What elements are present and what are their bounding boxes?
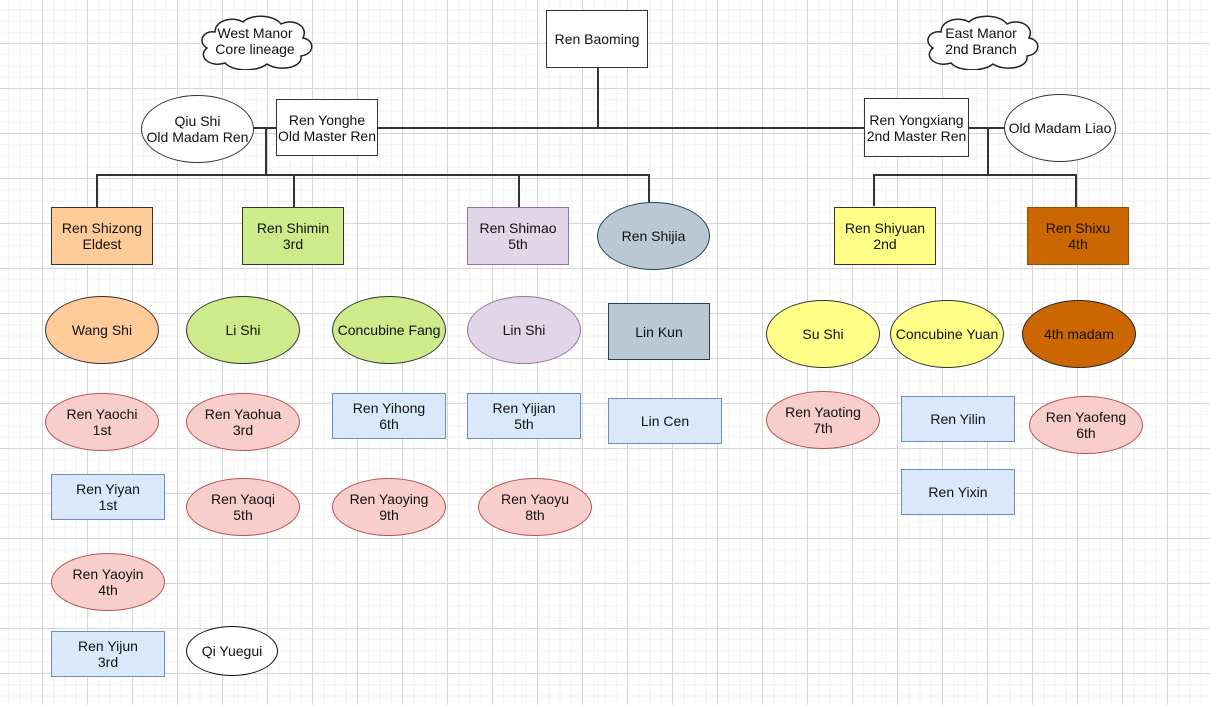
east-manor-cloud[interactable]: East Manor 2nd Branch xyxy=(919,12,1043,70)
node-ren-yonghe[interactable]: Ren Yonghe Old Master Ren xyxy=(276,99,378,156)
connector-east-couple-down xyxy=(987,128,989,174)
connector-west-couple-down xyxy=(265,128,267,174)
node-ren-shizong[interactable]: Ren Shizong Eldest xyxy=(51,207,153,265)
node-qiu-shi[interactable]: Qiu Shi Old Madam Ren xyxy=(141,95,254,163)
node-ren-yongxiang[interactable]: Ren Yongxiang 2nd Master Ren xyxy=(864,98,969,157)
connector-qiushi-yonghe xyxy=(253,127,277,129)
node-ren-shimin[interactable]: Ren Shimin 3rd xyxy=(242,207,344,265)
node-concubine-fang[interactable]: Concubine Fang xyxy=(332,296,446,364)
node-ren-yaoying[interactable]: Ren Yaoying 9th xyxy=(332,478,446,536)
node-ren-yiyan[interactable]: Ren Yiyan 1st xyxy=(51,474,165,520)
connector-west-children-horizontal xyxy=(96,174,649,176)
connector-to-shixu xyxy=(1075,174,1077,208)
node-ren-yaoyu[interactable]: Ren Yaoyu 8th xyxy=(478,478,592,536)
node-ren-yaoyin[interactable]: Ren Yaoyin 4th xyxy=(51,553,165,611)
connector-yongxiang-liao xyxy=(967,127,1005,129)
connector-east-children-horizontal xyxy=(873,174,1076,176)
connector-to-shijia xyxy=(648,174,650,203)
node-lin-cen[interactable]: Lin Cen xyxy=(608,398,722,444)
east-manor-label: East Manor 2nd Branch xyxy=(945,25,1017,57)
node-ren-shijia[interactable]: Ren Shijia xyxy=(597,202,710,270)
node-ren-yijun[interactable]: Ren Yijun 3rd xyxy=(51,631,165,677)
node-ren-yilin[interactable]: Ren Yilin xyxy=(901,396,1015,442)
node-fourth-madam[interactable]: 4th madam xyxy=(1022,300,1136,368)
node-ren-yijian[interactable]: Ren Yijian 5th xyxy=(467,393,581,439)
node-ren-yixin[interactable]: Ren Yixin xyxy=(901,469,1015,515)
node-ren-shixu[interactable]: Ren Shixu 4th xyxy=(1027,207,1129,265)
node-qi-yuegui[interactable]: Qi Yuegui xyxy=(186,626,278,676)
node-ren-yaoqi[interactable]: Ren Yaoqi 5th xyxy=(186,478,300,536)
connector-to-shimin xyxy=(293,174,295,208)
connector-to-shimao xyxy=(518,174,520,208)
west-manor-cloud[interactable]: West Manor Core lineage xyxy=(193,12,317,70)
node-lin-kun[interactable]: Lin Kun xyxy=(608,303,710,360)
node-ren-yaochi[interactable]: Ren Yaochi 1st xyxy=(45,393,159,451)
cloud-shape xyxy=(201,15,313,70)
cloud-shape xyxy=(927,15,1039,70)
connector-to-shiyuan xyxy=(873,174,875,206)
connector-to-shizong xyxy=(96,174,98,208)
connector-baoming-down xyxy=(597,67,599,128)
node-ren-yihong[interactable]: Ren Yihong 6th xyxy=(332,393,446,439)
node-ren-yaoting[interactable]: Ren Yaoting 7th xyxy=(766,391,880,449)
node-old-madam-liao[interactable]: Old Madam Liao xyxy=(1004,94,1116,162)
west-manor-label: West Manor Core lineage xyxy=(215,25,295,57)
node-ren-shiyuan[interactable]: Ren Shiyuan 2nd xyxy=(834,207,936,265)
node-su-shi[interactable]: Su Shi xyxy=(766,300,880,368)
node-wang-shi[interactable]: Wang Shi xyxy=(45,296,159,364)
node-ren-yaofeng[interactable]: Ren Yaofeng 6th xyxy=(1029,396,1143,454)
node-concubine-yuan[interactable]: Concubine Yuan xyxy=(890,300,1004,368)
node-ren-baoming[interactable]: Ren Baoming xyxy=(546,10,648,68)
node-li-shi[interactable]: Li Shi xyxy=(186,296,300,364)
node-ren-yaohua[interactable]: Ren Yaohua 3rd xyxy=(186,393,300,451)
connector-brothers-horizontal xyxy=(378,127,865,129)
node-ren-shimao[interactable]: Ren Shimao 5th xyxy=(467,207,569,265)
node-lin-shi[interactable]: Lin Shi xyxy=(467,296,581,364)
